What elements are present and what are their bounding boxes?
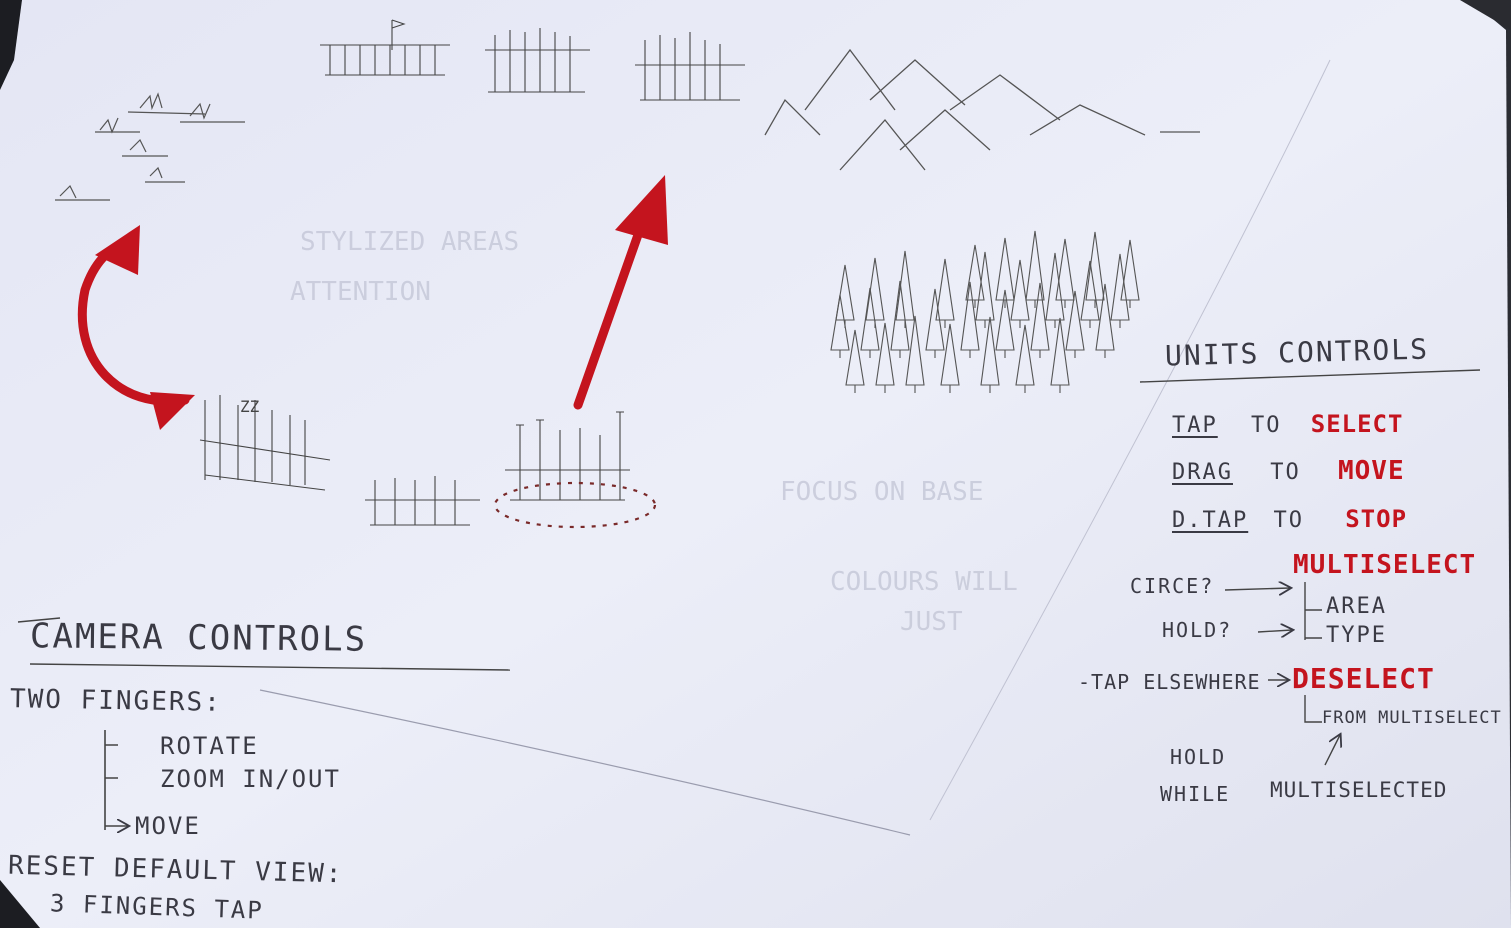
svg-text:STYLIZED AREAS: STYLIZED AREAS bbox=[300, 227, 519, 257]
unit-group-top-2 bbox=[485, 28, 590, 93]
deselect-label: DESELECT bbox=[1292, 662, 1435, 695]
from-multiselect-label: FROM MULTISELECT bbox=[1322, 708, 1502, 728]
dark-corner bbox=[0, 0, 22, 90]
units-controls-title: UNITS CONTROLS bbox=[1164, 332, 1430, 373]
tap-gesture: TAP bbox=[1172, 413, 1218, 438]
hold-while-line2: WHILE bbox=[1160, 782, 1231, 806]
select-action: SELECT bbox=[1310, 410, 1404, 438]
pine-tree bbox=[845, 329, 865, 393]
red-arrow-rotate bbox=[77, 225, 195, 430]
fold-line bbox=[259, 689, 911, 836]
hold-arrow bbox=[1257, 630, 1292, 632]
multiselect-label: MULTISELECT bbox=[1293, 550, 1477, 580]
camera-controls-title: CAMERA CONTROLS bbox=[29, 616, 368, 660]
bleed-through-text: STYLIZED AREAS ATTENTION FOCUS ON BASE C… bbox=[290, 227, 1018, 637]
svg-text:COLOURS WILL: COLOURS WILL bbox=[830, 567, 1018, 597]
forest bbox=[830, 230, 1140, 393]
grass-tufts bbox=[55, 92, 245, 201]
dark-corner bbox=[0, 880, 40, 928]
pine-tree bbox=[1010, 259, 1030, 328]
red-arrow-move bbox=[573, 175, 668, 410]
unit-group-top-3 bbox=[635, 32, 745, 101]
two-fingers-label: TWO FINGERS: bbox=[9, 684, 223, 718]
pine-tree bbox=[1015, 324, 1035, 393]
dtap-gesture: D.TAP bbox=[1172, 508, 1249, 533]
pine-tree bbox=[1110, 253, 1130, 328]
pine-tree bbox=[1045, 252, 1065, 328]
units-underline bbox=[1139, 369, 1481, 766]
fold-line bbox=[929, 59, 1331, 821]
pine-tree bbox=[935, 258, 955, 328]
drag-move-row: DRAG TO MOVE bbox=[1172, 456, 1405, 486]
to-word: TO bbox=[1273, 508, 1304, 533]
pine-tree bbox=[975, 251, 995, 328]
selected-unit-group bbox=[493, 411, 657, 529]
pine-tree bbox=[1050, 317, 1070, 393]
zoom-label: ZOOM IN/OUT bbox=[160, 765, 341, 793]
circle-label: CIRCE? bbox=[1130, 574, 1215, 598]
svg-text:ZZ: ZZ bbox=[240, 397, 260, 416]
pine-tree bbox=[890, 280, 910, 358]
pine-tree bbox=[1095, 283, 1115, 358]
pine-tree bbox=[1065, 290, 1085, 358]
pine-tree bbox=[940, 323, 960, 393]
pine-tree bbox=[980, 316, 1000, 393]
pine-tree bbox=[1120, 239, 1140, 308]
pine-tree bbox=[1080, 260, 1100, 328]
area-label: AREA bbox=[1326, 594, 1387, 619]
to-word: TO bbox=[1251, 413, 1282, 438]
pine-tree bbox=[995, 289, 1015, 358]
pine-tree bbox=[965, 244, 985, 308]
pine-tree bbox=[1055, 238, 1075, 308]
unit-group-left: ZZ bbox=[199, 395, 331, 491]
circle-arrow bbox=[1224, 588, 1290, 590]
pine-tree bbox=[830, 294, 850, 358]
pine-tree bbox=[925, 288, 945, 358]
tap-select-row: TAP TO SELECT bbox=[1172, 410, 1403, 438]
dtap-stop-row: D.TAP TO STOP bbox=[1172, 505, 1407, 533]
hold-while-line1: HOLD bbox=[1170, 745, 1227, 769]
pine-tree bbox=[860, 287, 880, 358]
pine-tree bbox=[960, 281, 980, 358]
pine-tree bbox=[1030, 282, 1050, 358]
camera-underline bbox=[17, 617, 511, 830]
unit-group-top-1 bbox=[320, 19, 450, 76]
pine-tree bbox=[995, 237, 1015, 308]
pine-tree bbox=[905, 315, 925, 393]
drag-gesture: DRAG bbox=[1172, 460, 1233, 485]
move-label: MOVE bbox=[135, 812, 201, 840]
tap-elsewhere-label: -TAP ELSEWHERE bbox=[1078, 670, 1261, 694]
dark-corner bbox=[1460, 0, 1511, 30]
pine-tree bbox=[875, 322, 895, 393]
rotate-label: ROTATE bbox=[160, 732, 259, 760]
hold-label: HOLD? bbox=[1162, 618, 1233, 642]
mountains bbox=[764, 48, 1200, 171]
pine-tree bbox=[1025, 230, 1045, 308]
to-word: TO bbox=[1270, 460, 1301, 485]
svg-text:JUST: JUST bbox=[900, 607, 963, 637]
stop-action: STOP bbox=[1345, 505, 1408, 533]
svg-text:ATTENTION: ATTENTION bbox=[290, 277, 431, 307]
type-label: TYPE bbox=[1326, 623, 1387, 648]
multiselected-label: MULTISELECTED bbox=[1270, 778, 1448, 802]
unit-group-center bbox=[365, 476, 480, 526]
svg-text:FOCUS ON BASE: FOCUS ON BASE bbox=[780, 477, 984, 507]
move-action: MOVE bbox=[1337, 456, 1405, 486]
